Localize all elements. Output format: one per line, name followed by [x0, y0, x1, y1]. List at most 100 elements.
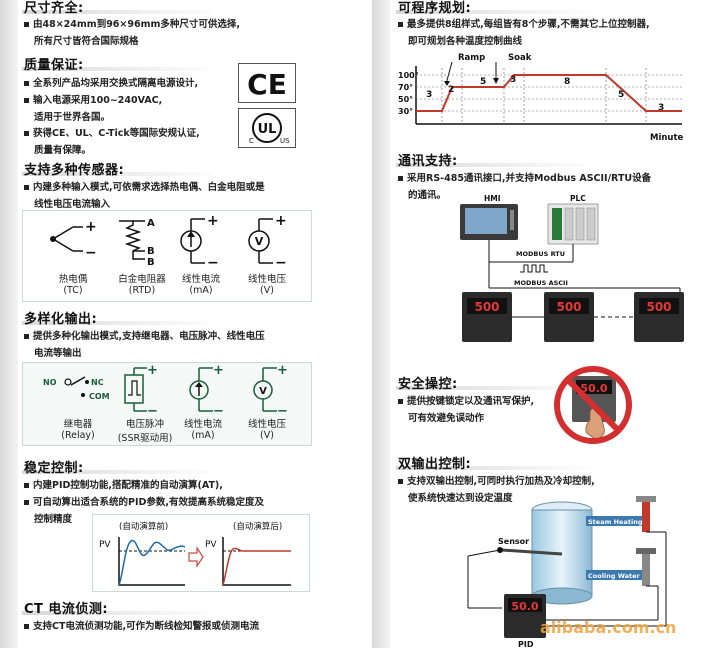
svg-text:+: + [275, 213, 287, 229]
sizes-line-2: 所有尺寸皆符合国际规格 [34, 36, 139, 47]
svg-text:500: 500 [474, 300, 499, 314]
svg-text:COM: COM [89, 392, 110, 401]
right-margin-strip [372, 0, 390, 648]
voltage-source-icon: V + − [248, 213, 287, 271]
sizes-title: 尺寸齐全: [24, 1, 84, 16]
relay-icon: NO NC COM [43, 376, 110, 401]
quality-line-1: 全系列产品均采用交换式隔离电源设计, [24, 76, 198, 91]
ct-title: CT 电流侦测: [24, 602, 109, 617]
svg-text:UL: UL [258, 122, 277, 137]
program-line-2: 即可规划各种温度控制曲线 [408, 36, 523, 47]
outputs-line-2: 电流等输出 [34, 348, 82, 359]
svg-text:50.0: 50.0 [511, 600, 538, 613]
svg-text:−: − [147, 404, 158, 417]
quality-line-5: 质量有保障。 [34, 145, 92, 156]
svg-text:Sensor: Sensor [498, 537, 529, 546]
svg-text:−: − [207, 255, 219, 271]
svg-text:50.0: 50.0 [580, 382, 607, 395]
svg-text:500: 500 [556, 300, 581, 314]
svg-text:3: 3 [426, 90, 432, 100]
svg-text:2: 2 [448, 85, 454, 95]
svg-text:PV: PV [205, 540, 217, 550]
safety-title: 安全操控: [398, 377, 458, 392]
output-symbols: NO NC COM + − + [43, 363, 288, 419]
svg-text:A: A [147, 218, 155, 229]
dual-output-diagram: Sensor Steam Heating Cooling Water 50.0 … [467, 496, 667, 648]
thermocouple-icon: + − [50, 219, 97, 261]
outputs-panel: NO NC COM + − + [22, 362, 312, 446]
sensors-panel: + − A B B + − V [22, 210, 312, 302]
pulse-icon: + − [124, 363, 158, 419]
stable-line-1: 内建PID控制功能,搭配精准的自动演算(AT), [24, 478, 223, 493]
current-source-icon: + − [180, 213, 219, 271]
sensors-line-1: 内建多种输入模式,可依需求选择热电偶、白金电阻或是 [24, 180, 265, 195]
svg-text:Minute: Minute [650, 133, 684, 143]
svg-text:−: − [277, 404, 288, 417]
left-margin-strip [0, 0, 18, 648]
svg-text:100°: 100° [398, 71, 419, 80]
svg-text:PV: PV [99, 540, 111, 550]
stable-title: 稳定控制: [24, 461, 84, 476]
svg-text:70°: 70° [398, 83, 413, 92]
svg-text:US: US [280, 137, 290, 145]
section-underline [396, 386, 596, 390]
ul-logo: UL C US [238, 108, 296, 148]
comm-network-diagram: HMI PLC MODBUS RTU MODBUS ASCII 500 500 … [460, 194, 684, 342]
sensor-label-ma: 线性电流(mA) [181, 274, 220, 296]
ce-logo: CE [238, 63, 296, 103]
watermark: alibaba.com.cn [540, 618, 677, 637]
sensor-label-v: 线性电压(V) [247, 274, 286, 296]
outputs-line-1: 提供多种化输出模式,支持继电器、电压脉冲、线性电压 [24, 329, 265, 344]
svg-text:B: B [147, 246, 155, 257]
ct-line-1: 支持CT电流侦测功能,可作为断线检知警报或侦测电流 [24, 619, 259, 634]
svg-text:+: + [147, 363, 158, 378]
section-underline [22, 470, 222, 474]
output-label-v: 线性电压(V) [247, 419, 286, 441]
svg-text:50°: 50° [398, 95, 413, 104]
comm-line-1: 采用RS-485通讯接口,并支持Modbus ASCII/RTU设备 [398, 171, 651, 186]
quality-line-3: 适用于世界各国。 [34, 112, 111, 123]
rtd-icon: A B B [119, 218, 155, 268]
svg-text:3: 3 [510, 75, 516, 85]
svg-text:V: V [255, 235, 264, 248]
svg-text:PLC: PLC [570, 194, 586, 203]
svg-text:V: V [259, 386, 267, 397]
svg-text:5: 5 [480, 77, 486, 87]
svg-text:(自动演算后): (自动演算后) [233, 521, 282, 532]
dual-line-2: 使系统快速达到设定温度 [408, 493, 513, 504]
svg-text:+: + [213, 363, 224, 378]
svg-text:MODBUS RTU: MODBUS RTU [516, 250, 565, 258]
stable-line-3: 控制精度 [34, 514, 73, 525]
svg-text:5: 5 [618, 90, 624, 100]
svg-text:(自动演算前): (自动演算前) [119, 521, 168, 532]
sizes-line-1: 由48×24mm到96×96mm多种尺寸可供选择, [24, 17, 240, 32]
section-underline [396, 10, 596, 14]
svg-text:MODBUS ASCII: MODBUS ASCII [514, 279, 568, 287]
sensor-label-tc: 热电偶(TC) [58, 274, 88, 296]
voltage-output-icon: V + − [253, 363, 288, 419]
section-underline [22, 321, 222, 325]
quality-line-4: 获得CE、UL、C-Tick等国际安规认证, [24, 126, 200, 141]
no-touch-icon: 50.0 [554, 366, 632, 444]
sensor-symbols: + − A B B + − V [50, 213, 287, 271]
section-underline [22, 10, 222, 14]
svg-text:+: + [85, 219, 97, 235]
autotune-panel: (自动演算前) (自动演算后) PV PV [92, 514, 310, 592]
sensors-title: 支持多种传感器: [24, 163, 125, 178]
svg-text:C: C [249, 137, 254, 145]
section-underline [22, 67, 222, 71]
program-title: 可程序规划: [398, 1, 472, 16]
svg-text:30°: 30° [398, 107, 413, 116]
svg-text:−: − [85, 245, 97, 261]
ramp-soak-chart: Ramp Soak 100° 70° 50° 30° 3 2 5 3 8 5 3… [398, 53, 684, 143]
program-line-1: 最多提供8组样式,每组皆有8个步骤,不需其它上位控制器, [398, 17, 650, 32]
svg-text:+: + [207, 213, 219, 229]
svg-text:Steam Heating: Steam Heating [588, 518, 643, 526]
dual-line-1: 支持双输出控制,可同时执行加热及冷却控制, [398, 474, 595, 489]
svg-text:B: B [147, 257, 155, 268]
svg-text:−: − [275, 255, 287, 271]
svg-text:−: − [213, 404, 224, 417]
svg-text:3: 3 [658, 103, 664, 113]
section-underline [22, 611, 222, 615]
svg-text:Ramp: Ramp [458, 53, 485, 63]
